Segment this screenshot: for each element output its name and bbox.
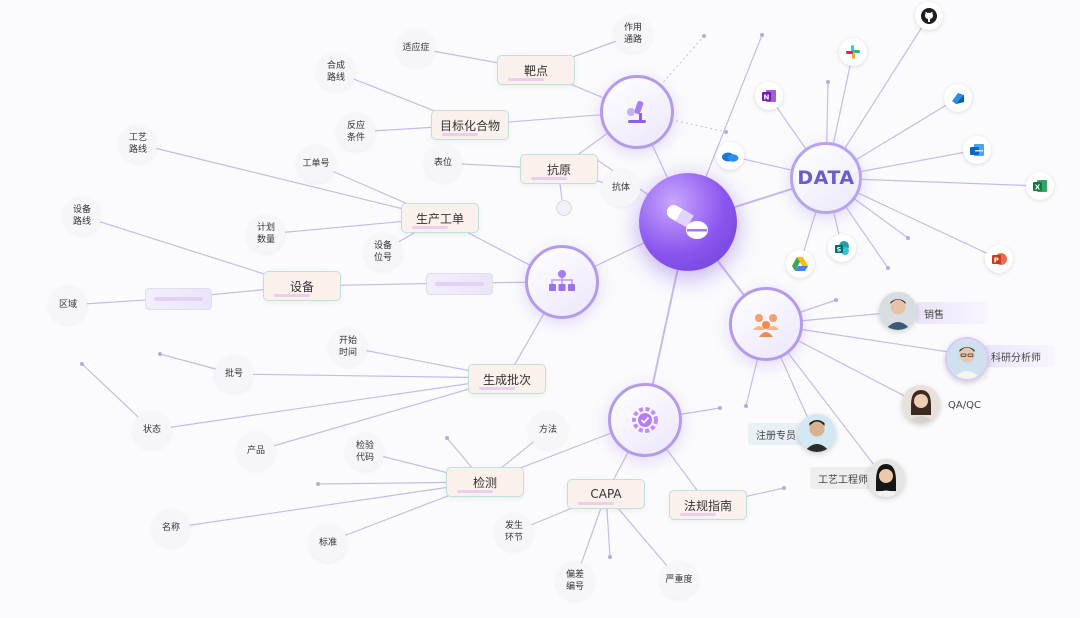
svg-text:N: N xyxy=(764,94,770,102)
avatar-sales[interactable] xyxy=(879,292,917,330)
bubble-product[interactable]: 产品 xyxy=(237,432,275,470)
box-work-order[interactable]: 生产工单 xyxy=(401,203,479,233)
bubble-antibody[interactable]: 抗体 xyxy=(602,169,640,207)
exchange-icon[interactable] xyxy=(963,136,991,164)
avatar-regulatory[interactable] xyxy=(798,414,836,452)
box-testing[interactable]: 检测 xyxy=(446,467,524,497)
bubble-batch-no[interactable]: 批号 xyxy=(215,355,253,393)
node-dot xyxy=(556,200,572,216)
role-sales[interactable]: 销售 xyxy=(916,302,988,324)
box-equipment[interactable]: 设备 xyxy=(263,271,341,301)
bubble-method[interactable]: 方法 xyxy=(529,411,567,449)
box-batch[interactable]: 生成批次 xyxy=(468,364,546,394)
bubble-status[interactable]: 状态 xyxy=(133,411,171,449)
people-hub[interactable] xyxy=(729,287,803,361)
bubble-equipment-route[interactable]: 设备 路线 xyxy=(63,197,101,235)
research-hub[interactable] xyxy=(600,75,674,149)
github-icon[interactable] xyxy=(915,2,943,30)
sharepoint-icon[interactable]: S xyxy=(828,234,856,262)
node-dot xyxy=(906,236,910,240)
bubble-plan-qty[interactable]: 计划 数量 xyxy=(247,215,285,253)
powerpoint-icon[interactable]: P xyxy=(985,245,1013,273)
box-antigen[interactable]: 抗原 xyxy=(520,154,598,184)
role-regulatory[interactable]: 注册专员 xyxy=(748,423,812,445)
node-dot xyxy=(886,266,890,270)
onedrive-icon[interactable] xyxy=(716,142,744,170)
bubble-mechanism[interactable]: 作用 通路 xyxy=(614,15,652,53)
node-dot xyxy=(782,486,786,490)
google-drive-icon[interactable] xyxy=(786,250,814,278)
data-hub[interactable]: DATA xyxy=(790,142,862,214)
excel-icon[interactable]: X xyxy=(1026,172,1054,200)
placeholder-box xyxy=(145,288,212,310)
role-process-engineer[interactable]: 工艺工程师 xyxy=(810,467,884,489)
core-pill-hub[interactable] xyxy=(639,173,737,271)
role-rd-analyst[interactable]: 科研分析师 xyxy=(983,345,1055,367)
node-dot xyxy=(316,482,320,486)
box-target[interactable]: 靶点 xyxy=(497,55,575,85)
bubble-synthesis-route[interactable]: 合成 路线 xyxy=(317,53,355,91)
node-dot xyxy=(702,34,706,38)
role-qa-qc[interactable]: QA/QC xyxy=(948,399,981,411)
data-hub-label: DATA xyxy=(797,167,855,189)
node-dot xyxy=(724,130,728,134)
avatar-rd-analyst[interactable] xyxy=(945,337,989,381)
node-dot xyxy=(445,436,449,440)
azure-devops-icon[interactable] xyxy=(944,84,972,112)
svg-text:S: S xyxy=(837,246,842,254)
node-dot xyxy=(158,352,162,356)
slack-icon[interactable] xyxy=(839,38,867,66)
avatar-qa-qc[interactable] xyxy=(902,385,940,423)
placeholder-box xyxy=(426,273,493,295)
node-dot xyxy=(834,298,838,302)
svg-text:P: P xyxy=(994,257,999,265)
bubble-test-code[interactable]: 检验 代码 xyxy=(346,433,384,471)
workflow-icon xyxy=(549,270,575,291)
production-hub[interactable] xyxy=(525,245,599,319)
quality-hub[interactable] xyxy=(608,383,682,457)
svg-text:X: X xyxy=(1035,184,1041,192)
bubble-severity[interactable]: 严重度 xyxy=(660,561,698,599)
node-dot xyxy=(744,404,748,408)
quality-gear-icon xyxy=(632,407,658,433)
bubble-process-route[interactable]: 工艺 路线 xyxy=(119,125,157,163)
microscope-icon xyxy=(627,100,646,123)
onenote-icon[interactable]: N xyxy=(755,82,783,110)
edge xyxy=(255,377,508,452)
edge xyxy=(170,481,485,529)
pill-icon xyxy=(666,205,708,239)
bubble-deviation-no[interactable]: 偏差 编号 xyxy=(556,562,594,600)
bubble-occurrence[interactable]: 发生 环节 xyxy=(495,513,533,551)
box-capa[interactable]: CAPA xyxy=(567,479,645,509)
node-dot xyxy=(718,406,722,410)
node-dot xyxy=(608,555,612,559)
bubble-epitope[interactable]: 表位 xyxy=(424,144,462,182)
edge xyxy=(233,373,508,379)
box-regulation[interactable]: 法规指南 xyxy=(669,490,747,520)
bubble-equipment-tag[interactable]: 设备 位号 xyxy=(364,233,402,271)
bubble-area[interactable]: 区域 xyxy=(49,286,87,324)
bubble-reaction-conditions[interactable]: 反应 条件 xyxy=(337,113,375,151)
edge xyxy=(137,143,441,219)
node-dot xyxy=(80,362,84,366)
box-compound[interactable]: 目标化合物 xyxy=(431,110,509,140)
team-icon xyxy=(753,314,779,337)
edge xyxy=(151,377,508,431)
bubble-standard[interactable]: 标准 xyxy=(309,524,347,562)
bubble-start-time[interactable]: 开始 时间 xyxy=(329,328,367,366)
bubble-indication[interactable]: 适应症 xyxy=(397,29,435,67)
node-dot xyxy=(826,80,830,84)
bubble-name[interactable]: 名称 xyxy=(152,509,190,547)
node-dot xyxy=(760,33,764,37)
bubble-work-order-no[interactable]: 工单号 xyxy=(297,145,335,183)
avatar-process-engineer[interactable] xyxy=(867,459,905,497)
